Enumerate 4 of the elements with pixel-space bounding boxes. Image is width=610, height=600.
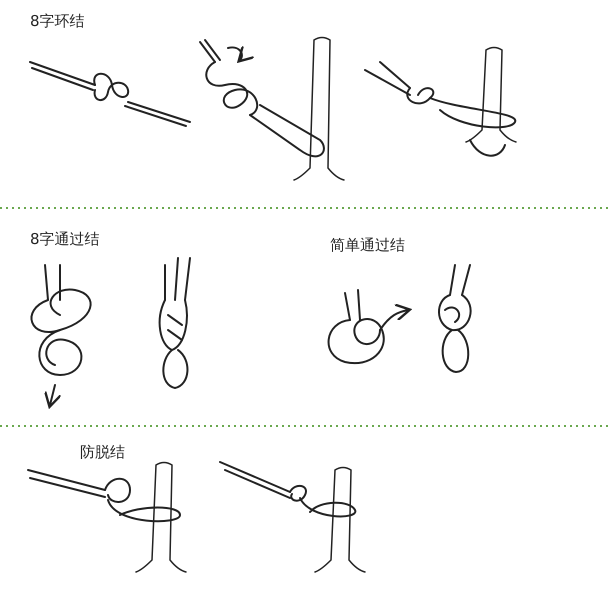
knot-name: 防脱结: [80, 443, 125, 462]
knot-name: 简单通过结: [330, 236, 405, 255]
knot-name: 8字环结: [30, 12, 85, 31]
knot-name: 8字通过结: [30, 230, 100, 249]
